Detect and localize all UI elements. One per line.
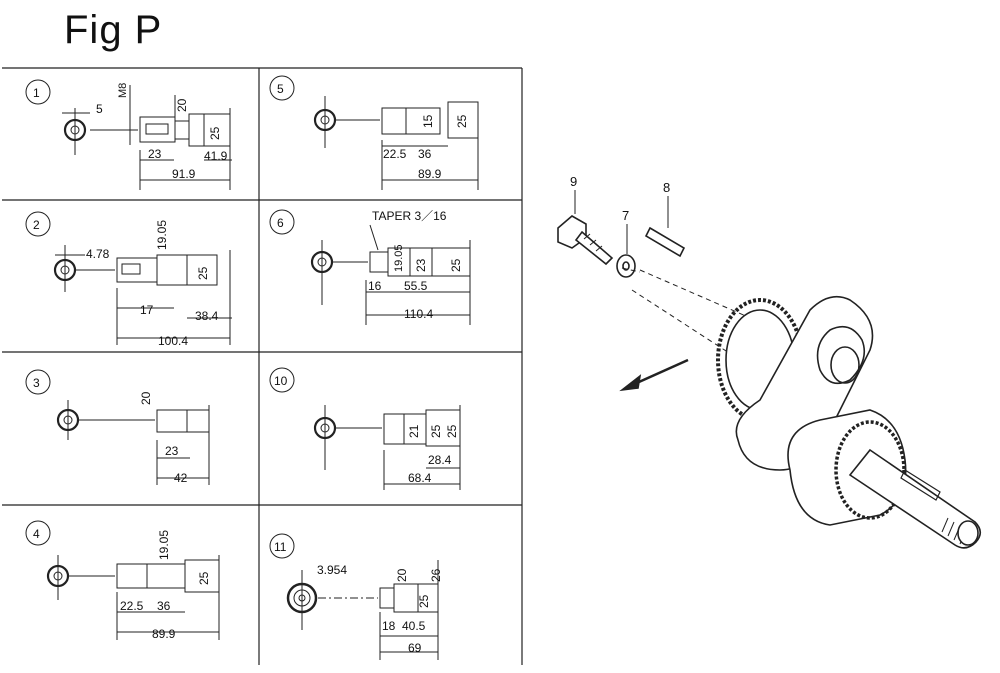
dim-10-d: 28.4 xyxy=(428,453,452,467)
dim-3-c: 42 xyxy=(174,471,188,485)
panel-1-labels: 1 5 M8 20 25 23 41.9 91.9 xyxy=(33,83,228,181)
variant-4-number: 4 xyxy=(33,527,40,541)
dim-10-c: 25 xyxy=(445,424,459,438)
dim-10-a: 21 xyxy=(407,424,421,438)
main-shaft xyxy=(848,448,982,549)
panel-4-labels: 4 19.05 25 22.5 36 89.9 xyxy=(33,527,211,641)
dim-5-c: 22.5 xyxy=(383,147,407,161)
dim-5-d: 36 xyxy=(418,147,432,161)
panel-4 xyxy=(25,520,220,640)
variant-2-number: 2 xyxy=(33,218,40,232)
dim-6-a: TAPER 3／16 xyxy=(372,209,447,223)
dim-11-c: 26 xyxy=(429,568,443,582)
panel-5-labels: 5 15 25 22.5 36 89.9 xyxy=(277,82,469,181)
dim-4-a: 19.05 xyxy=(157,530,171,560)
callouts: 9 8 7 xyxy=(570,174,670,254)
crankshaft-assembly xyxy=(557,215,982,549)
pin-part xyxy=(644,226,686,258)
dim-2-d: 17 xyxy=(140,303,154,317)
dim-6-e: 16 xyxy=(368,279,382,293)
crank-web xyxy=(735,295,874,471)
panel-2 xyxy=(25,211,232,345)
dim-6-f: 55.5 xyxy=(404,279,428,293)
panel-3-labels: 3 20 23 42 xyxy=(33,376,188,485)
variant-3-number: 3 xyxy=(33,376,40,390)
guide-lines xyxy=(621,267,756,361)
dim-10-e: 68.4 xyxy=(408,471,432,485)
variant-11-number: 11 xyxy=(274,540,287,554)
dim-11-d: 25 xyxy=(417,594,431,608)
panel-6-labels: 6 TAPER 3／16 19.05 23 25 16 55.5 110.4 xyxy=(277,209,463,321)
callout-8: 8 xyxy=(663,180,670,195)
callout-9: 9 xyxy=(570,174,577,189)
dim-2-f: 100.4 xyxy=(158,334,188,348)
dim-1-a: 5 xyxy=(96,102,103,116)
washer-part xyxy=(616,254,636,278)
panel-5 xyxy=(269,75,479,190)
variant-5-number: 5 xyxy=(277,82,284,96)
dim-4-e: 89.9 xyxy=(152,627,176,641)
dim-1-f: 41.9 xyxy=(204,149,228,163)
dim-11-e: 18 xyxy=(382,619,396,633)
variant-grid xyxy=(2,67,523,665)
callout-7: 7 xyxy=(622,208,629,223)
dim-5-a: 15 xyxy=(421,114,435,128)
figure-title: Fig P xyxy=(64,8,163,52)
dim-2-a: 4.78 xyxy=(86,247,110,261)
counterweight xyxy=(787,409,907,526)
dim-11-f: 40.5 xyxy=(402,619,426,633)
panel-1 xyxy=(25,79,232,190)
panel-6 xyxy=(269,209,471,325)
variant-6-number: 6 xyxy=(277,216,284,230)
dim-4-b: 25 xyxy=(197,571,211,585)
variant-1-number: 1 xyxy=(33,86,40,100)
panel-3 xyxy=(25,369,210,485)
dim-2-c: 25 xyxy=(196,266,210,280)
dim-2-e: 38.4 xyxy=(195,309,219,323)
dim-5-e: 89.9 xyxy=(418,167,442,181)
dim-1-e: 23 xyxy=(148,147,162,161)
dim-4-c: 22.5 xyxy=(120,599,144,613)
dim-3-a: 20 xyxy=(139,391,153,405)
dim-11-a: 3.954 xyxy=(317,563,347,577)
variant-10-number: 10 xyxy=(274,374,288,388)
dim-6-b: 19.05 xyxy=(393,244,405,272)
dim-5-b: 25 xyxy=(455,114,469,128)
panel-11-labels: 11 3.954 20 26 25 18 40.5 69 xyxy=(274,540,443,655)
dim-1-c: 20 xyxy=(175,98,189,112)
panel-10-labels: 10 21 25 25 28.4 68.4 xyxy=(274,374,459,485)
dim-6-c: 23 xyxy=(414,258,428,272)
bolt-part xyxy=(557,215,614,266)
panel-11 xyxy=(269,533,439,660)
dim-6-d: 25 xyxy=(449,258,463,272)
panel-2-labels: 2 4.78 19.05 25 17 38.4 100.4 xyxy=(33,218,219,348)
direction-arrow xyxy=(619,358,689,392)
dim-11-g: 69 xyxy=(408,641,422,655)
dim-6-g: 110.4 xyxy=(404,307,433,321)
dim-4-d: 36 xyxy=(157,599,171,613)
dim-1-d: 25 xyxy=(208,126,222,140)
dim-2-b: 19.05 xyxy=(155,220,169,250)
dim-10-b: 25 xyxy=(429,424,443,438)
dim-11-b: 20 xyxy=(395,568,409,582)
dim-3-b: 23 xyxy=(165,444,179,458)
panel-10 xyxy=(269,367,461,490)
dim-1-b: M8 xyxy=(117,83,129,98)
dim-1-g: 91.9 xyxy=(172,167,196,181)
